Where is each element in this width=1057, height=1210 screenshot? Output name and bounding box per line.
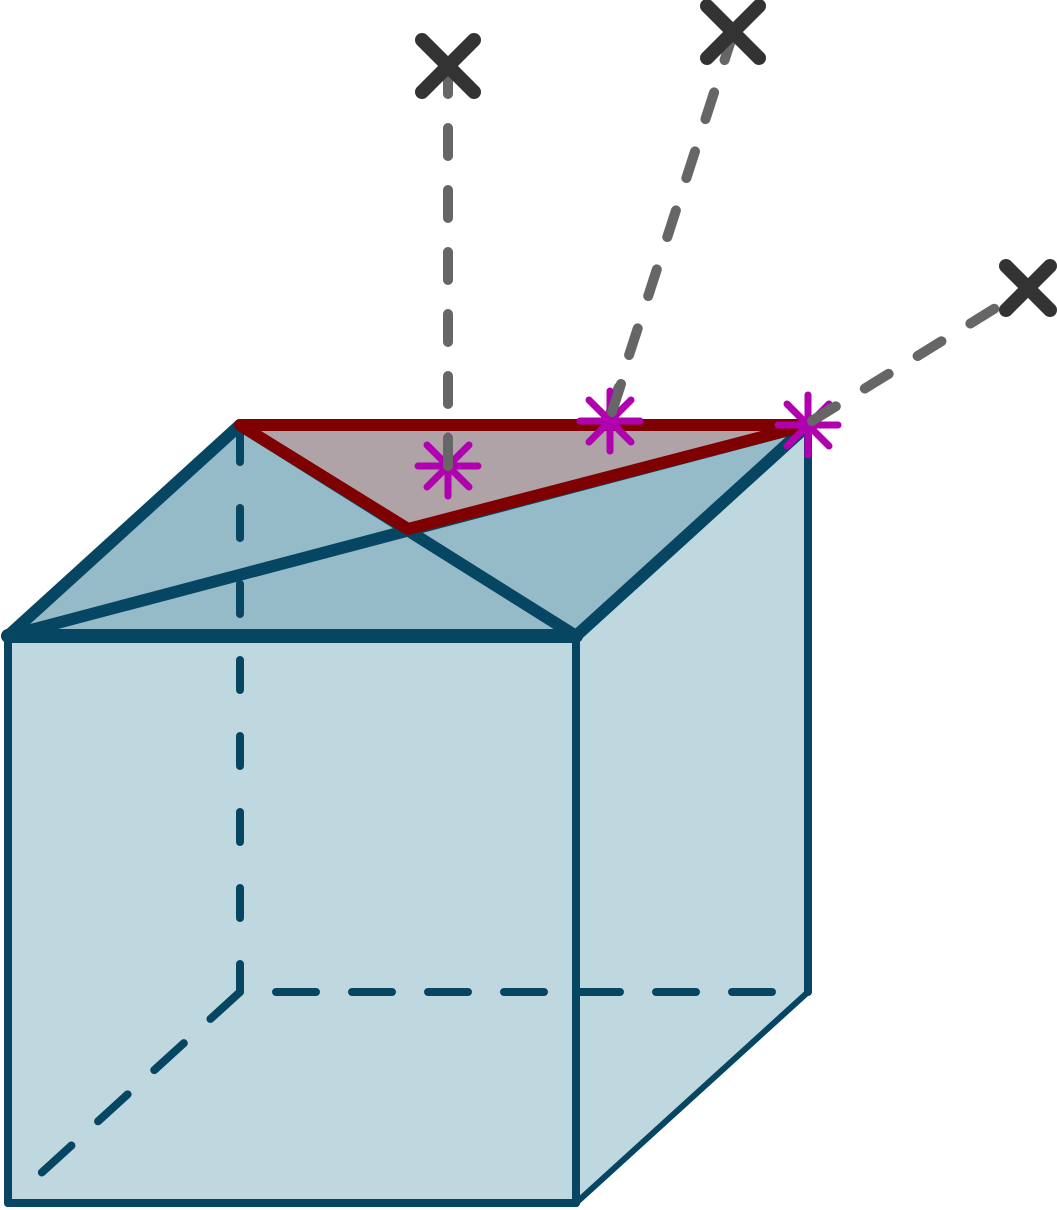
x-mark-icon: [999, 259, 1057, 317]
x-mark-icon: [700, 0, 766, 65]
edge-top-right: [570, 419, 814, 642]
guide-line-diagonal: [605, 29, 738, 419]
hidden-edge-left-bottom: [12, 988, 244, 1200]
edge-right-bottom: [573, 989, 811, 1206]
guide-lines: [443, 29, 1033, 471]
edge-top-left: [2, 419, 246, 642]
asterisk-marker-icon: [576, 387, 644, 455]
cube-right-face: [576, 425, 808, 1203]
guide-line-right: [807, 283, 1033, 426]
cube-front-face: [8, 636, 576, 1203]
cross-markers: [415, 0, 1057, 317]
hidden-edges: [12, 428, 812, 1200]
section-triangle: [234, 419, 814, 535]
guide-stubs: [443, 379, 837, 471]
x-mark-icon: [415, 33, 481, 99]
